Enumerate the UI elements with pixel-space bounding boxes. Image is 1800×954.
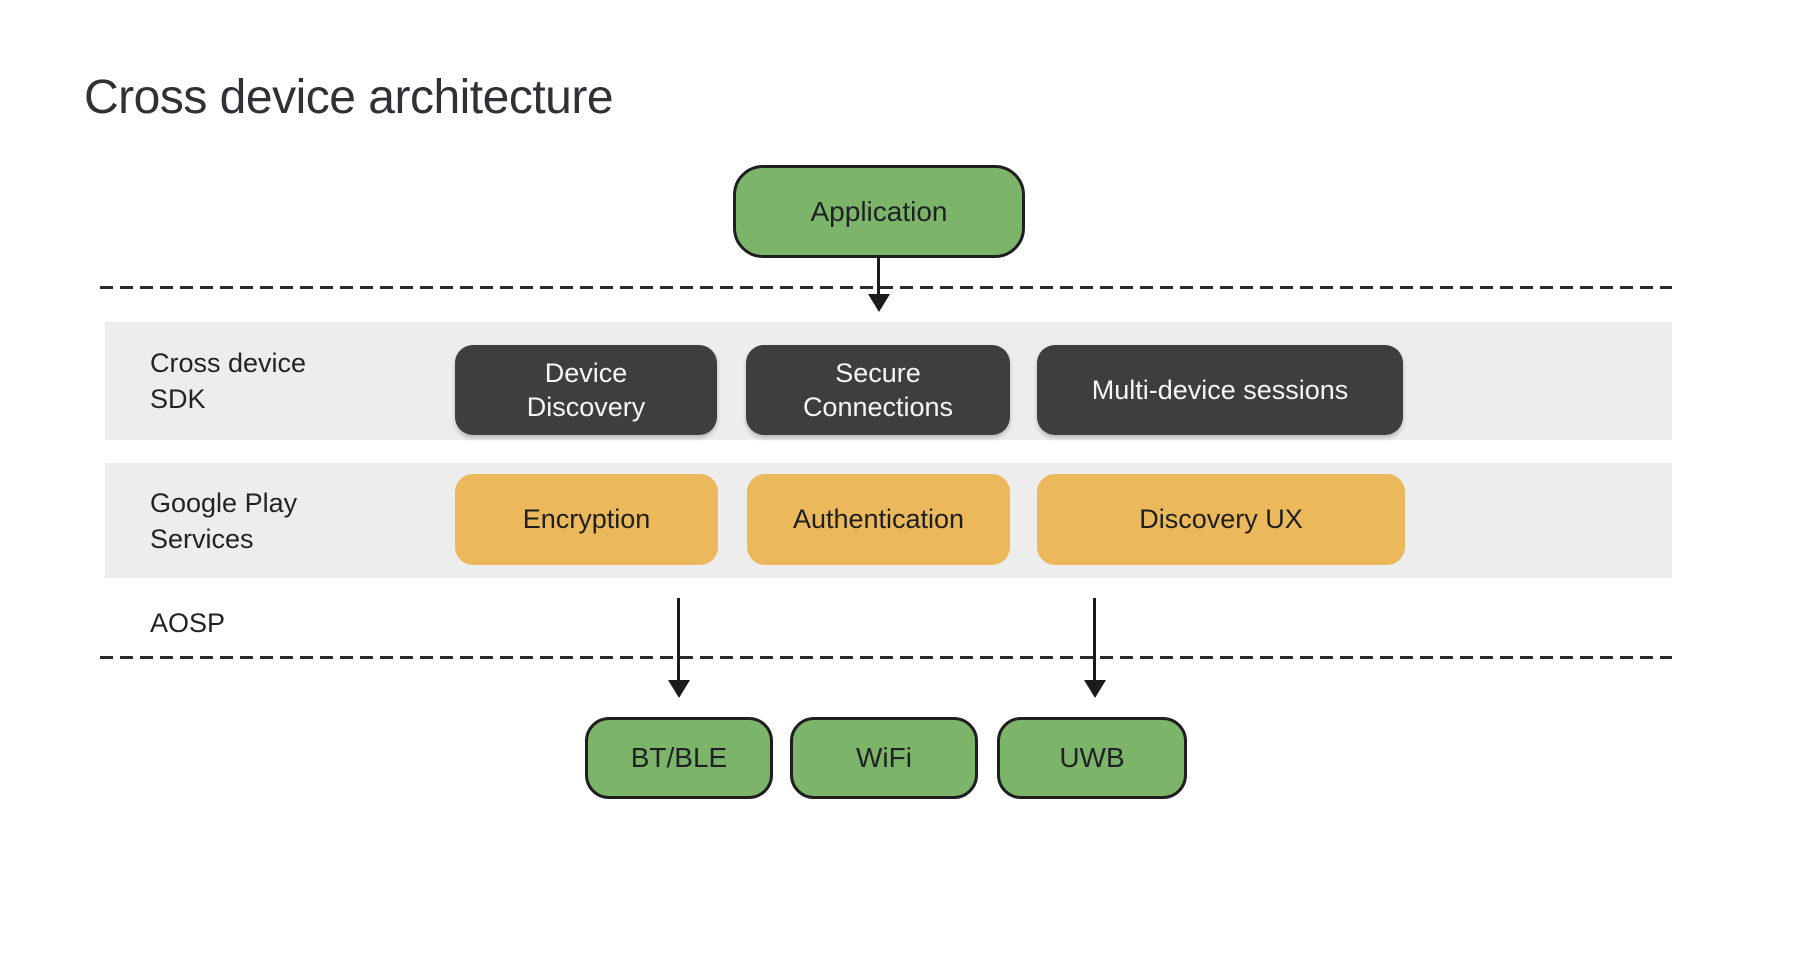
- node-bt-ble: BT/BLE: [585, 717, 773, 799]
- node-discovery-ux: Discovery UX: [1037, 474, 1405, 565]
- arrowhead-icon: [667, 680, 690, 698]
- dashed-divider-top: [100, 286, 1672, 289]
- arrowhead-icon: [867, 294, 890, 312]
- layer-label-cross-device-sdk: Cross device SDK: [150, 348, 307, 414]
- arrow-shaft: [877, 258, 880, 294]
- page-title: Cross device architecture: [84, 71, 614, 124]
- layer-label-aosp: AOSP: [150, 608, 226, 638]
- layer-label-google-play-services: Google Play Services: [150, 487, 298, 554]
- node-authentication: Authentication: [747, 474, 1010, 565]
- node-uwb: UWB: [997, 717, 1187, 799]
- arrow-shaft: [677, 598, 680, 680]
- node-encryption: Encryption: [455, 474, 718, 565]
- dashed-divider-bottom: [100, 656, 1672, 659]
- node-multi-device-sessions: Multi-device sessions: [1037, 345, 1403, 435]
- node-application: Application: [733, 165, 1025, 258]
- arrowhead-icon: [1083, 680, 1106, 698]
- node-wifi: WiFi: [790, 717, 978, 799]
- arrow-shaft: [1093, 598, 1096, 680]
- node-secure-connections: Secure Connections: [746, 345, 1010, 435]
- node-device-discovery: Device Discovery: [455, 345, 717, 435]
